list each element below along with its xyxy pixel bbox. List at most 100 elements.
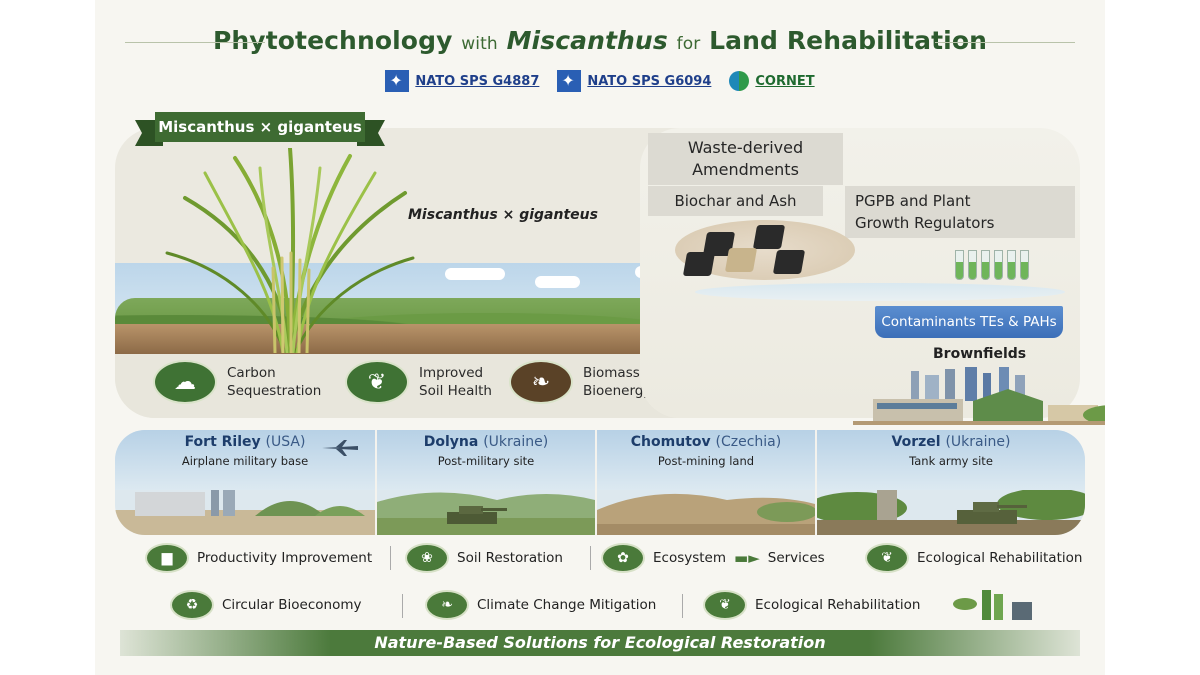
badge-label: NATO SPS G4887 — [415, 73, 540, 89]
site-description: Tank army site — [909, 454, 993, 468]
site-vorzel: Vorzel (Ukraine) Tank army site — [817, 430, 1085, 535]
badge-label: NATO SPS G6094 — [587, 73, 712, 89]
site-description: Post-military site — [437, 454, 535, 468]
soil-leaf-icon: ❀ — [405, 543, 449, 573]
outcome-label: Climate Change Mitigation — [477, 597, 657, 613]
site-name-text: Fort Riley — [184, 434, 261, 450]
separator — [390, 546, 391, 570]
cloud — [445, 268, 505, 280]
infographic-poster: Phytotechnology with Miscanthus for Land… — [95, 0, 1105, 675]
nato-logo-icon — [385, 70, 410, 92]
title-rule-right — [935, 42, 1075, 43]
outcome-ecosystem-services: ✿ Ecosystem ▬► Services — [601, 543, 825, 573]
leaf-icon: ❦ — [865, 543, 909, 573]
leaf-hands-icon: ❧ — [425, 590, 469, 620]
title-for: for — [676, 34, 701, 54]
site-name: Vorzel (Ukraine) — [817, 434, 1085, 450]
soil-strip — [115, 324, 735, 354]
vial — [955, 250, 964, 280]
benefit-band — [115, 354, 735, 418]
cloud — [535, 276, 580, 288]
title-rule-left — [125, 42, 265, 43]
site-name: Chomutov (Czechia) — [597, 434, 815, 450]
tree-line — [115, 298, 735, 328]
outcome-productivity: ▆ Productivity Improvement — [145, 543, 372, 573]
nato-logo-icon — [557, 70, 582, 92]
title-part1: Phytotechnology — [212, 26, 453, 55]
airplane-icon — [322, 440, 358, 456]
site-name-text: Vorzel — [891, 434, 941, 450]
recycle-icon: ♻ — [170, 590, 214, 620]
separator — [590, 546, 591, 570]
outcome-soil-restoration: ❀ Soil Restoration — [405, 543, 563, 573]
outcome-ecological-rehabilitation: ❦ Ecological Rehabilitation — [865, 543, 1082, 573]
leaves-icon: ❧ — [509, 360, 573, 404]
site-divider — [595, 430, 597, 535]
title-row: Phytotechnology with Miscanthus for Land… — [95, 26, 1105, 55]
outcome-climate-mitigation: ❧ Climate Change Mitigation — [425, 590, 656, 620]
cloud-wind-icon: ☁ — [153, 360, 217, 404]
badge-nato-g6094[interactable]: NATO SPS G6094 — [557, 70, 711, 92]
footer-banner: Nature-Based Solutions for Ecological Re… — [120, 630, 1080, 656]
outcome-label: Ecological Rehabilitation — [917, 550, 1083, 566]
site-country: (USA) — [265, 434, 306, 450]
outcome-label: Soil Restoration — [457, 550, 563, 566]
site-sky — [597, 430, 815, 490]
outcomes-row-1: ▆ Productivity Improvement ❀ Soil Restor… — [135, 540, 1095, 580]
outcome-label-2: Services — [767, 550, 825, 566]
separator — [402, 594, 403, 618]
site-country: (Ukraine) — [483, 434, 549, 450]
site-divider — [815, 430, 817, 535]
post-military-illustration — [377, 492, 595, 535]
site-name-text: Dolyna — [423, 434, 479, 450]
ecosystem-icon: ✿ — [601, 543, 645, 573]
card-line2: Amendments — [692, 160, 799, 179]
outcome-label: Circular Bioeconomy — [222, 597, 362, 613]
site-description: Post-mining land — [657, 454, 755, 468]
site-country: (Ukraine) — [945, 434, 1011, 450]
site-description: Airplane military base — [181, 454, 309, 468]
site-chomutov: Chomutov (Czechia) Post-mining land — [597, 430, 815, 535]
outcome-label: Productivity Improvement — [197, 550, 373, 566]
biochar-cube — [682, 252, 716, 276]
ribbon-label: Miscanthus × giganteus — [155, 112, 365, 142]
benefit-line2: Soil Health — [419, 383, 492, 399]
biochar-card: Biochar and Ash — [648, 186, 823, 216]
biochar-cube — [772, 250, 806, 274]
outcome-label: Ecological Rehabilitation — [755, 597, 921, 613]
badge-label: CORNET — [755, 73, 815, 89]
vial — [981, 250, 990, 280]
waste-derived-card: Waste-derived Amendments — [648, 133, 843, 185]
site-fort-riley: Fort Riley (USA) Airplane military base — [115, 430, 375, 535]
bioproducts-bottles-illustration — [953, 590, 1032, 620]
tank-site-illustration — [817, 490, 1085, 535]
badge-cornet[interactable]: CORNET — [729, 70, 815, 92]
cornet-logo-icon — [729, 71, 750, 91]
benefit-line1: Carbon — [227, 365, 276, 381]
post-mining-illustration — [597, 493, 815, 535]
site-name-text: Chomutov — [630, 434, 711, 450]
site-sky — [817, 430, 1085, 490]
brownfield-industrial-illustration — [853, 367, 1105, 425]
ash-cube — [724, 248, 758, 272]
site-sky — [115, 430, 375, 490]
page-title: Phytotechnology with Miscanthus for Land… — [213, 26, 987, 55]
species-ribbon: Miscanthus × giganteus — [135, 112, 385, 146]
outcomes-row-2: ♻ Circular Bioeconomy ❧ Climate Change M… — [170, 588, 1070, 622]
card-line1: Waste-derived — [687, 138, 804, 157]
site-dolyna: Dolyna (Ukraine) Post-military site — [377, 430, 595, 535]
contaminants-banner: Contaminants TEs & PAHs — [875, 306, 1063, 338]
miscanthus-scene — [115, 128, 735, 418]
separator — [682, 594, 683, 618]
species-label: Miscanthus × giganteus — [408, 207, 598, 223]
arrow-right-icon: ▬► — [734, 549, 760, 567]
funding-badges: NATO SPS G4887 NATO SPS G6094 CORNET — [95, 70, 1105, 92]
badge-nato-g4887[interactable]: NATO SPS G4887 — [385, 70, 539, 92]
pgpb-card: PGPB and Plant Growth Regulators — [845, 186, 1075, 238]
outcome-ecological-rehabilitation-2: ❦ Ecological Rehabilitation — [703, 590, 920, 620]
benefit-line2: Sequestration — [227, 383, 322, 399]
title-part2: Land Rehabilitation — [709, 26, 988, 55]
card-line1: PGPB and Plant — [855, 192, 971, 210]
